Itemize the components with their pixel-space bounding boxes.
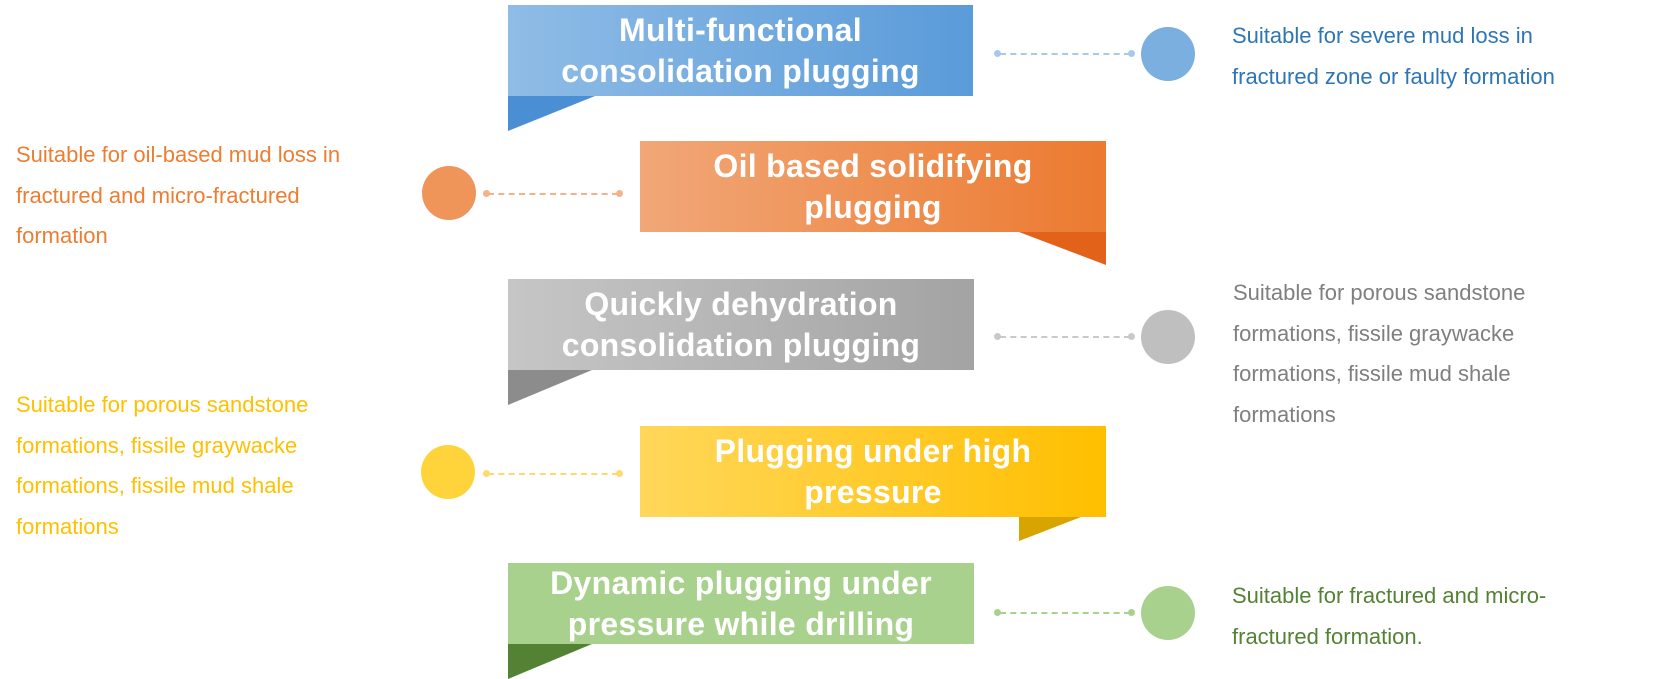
description-line: Suitable for porous sandstone <box>1233 280 1526 305</box>
banner-fold <box>508 96 595 131</box>
description-line: formations, fissile graywacke <box>1233 320 1515 346</box>
connector-dot <box>483 190 490 197</box>
connector-dot <box>616 470 623 477</box>
banner-fold <box>508 370 592 405</box>
banner-plugging-under-high-pressure: Plugging under high pressure <box>640 426 1106 517</box>
description-line: formations, fissile graywacke <box>16 432 298 458</box>
banner-multi-functional-consolidation: Multi-functional consolidation plugging <box>508 5 973 96</box>
marker-circle <box>1141 310 1195 364</box>
banner-title-line: consolidation plugging <box>561 52 920 89</box>
banner-dynamic-plugging-while-drilling: Dynamic plugging under pressure while dr… <box>508 563 974 644</box>
description-line: formation <box>16 223 108 248</box>
banner-title-line: Quickly dehydration <box>584 285 898 322</box>
banner-fold <box>1019 232 1106 265</box>
connector-line <box>1000 53 1130 55</box>
connector-line <box>488 193 618 195</box>
description-line: fractured formation. <box>1232 623 1423 649</box>
banner-title-line: consolidation plugging <box>561 326 921 363</box>
description-line: formations, fissile mud shale <box>16 473 294 498</box>
connector-dot <box>994 333 1001 340</box>
description-line: Suitable for porous sandstone <box>16 392 309 417</box>
connector-line <box>488 473 618 475</box>
connector-dot <box>994 50 1001 57</box>
banner-title-line: plugging <box>804 188 942 225</box>
banner-fold <box>1019 517 1081 541</box>
description-text: Suitable for porous sandstone formations… <box>1233 273 1525 435</box>
connector-dot <box>1128 50 1135 57</box>
description-text: Suitable for oil-based mud loss in fract… <box>16 135 340 257</box>
banner-title-line: Multi-functional <box>619 11 862 48</box>
connector-dot <box>483 470 490 477</box>
banner-quickly-dehydration-consolidation: Quickly dehydration consolidation pluggi… <box>508 279 974 370</box>
description-text: Suitable for porous sandstone formations… <box>16 385 308 547</box>
description-line: Suitable for oil-based mud loss in <box>16 142 341 167</box>
marker-circle <box>1141 27 1195 81</box>
marker-circle <box>1141 586 1195 640</box>
connector-line <box>1000 612 1130 614</box>
connector-line <box>1000 336 1130 338</box>
marker-circle <box>421 445 475 499</box>
description-line: fractured zone or faulty formation <box>1232 63 1555 89</box>
connector-dot <box>1128 333 1135 340</box>
description-line: formations <box>1233 401 1336 427</box>
banner-title-line: Plugging under high <box>714 432 1032 469</box>
banner-title-line: Dynamic plugging under <box>550 564 932 601</box>
connector-dot <box>616 190 623 197</box>
banner-title-line: pressure <box>804 473 942 510</box>
connector-dot <box>1128 609 1135 616</box>
description-text: Suitable for fractured and micro- fractu… <box>1232 576 1546 657</box>
banner-title-line: pressure while drilling <box>567 605 915 642</box>
banner-title-line: Oil based solidifying <box>713 147 1033 184</box>
banner-fold <box>508 644 592 679</box>
description-line: formations <box>16 513 119 539</box>
description-line: Suitable for fractured and micro- <box>1232 583 1547 608</box>
description-line: formations, fissile mud shale <box>1233 361 1511 386</box>
connector-dot <box>994 609 1001 616</box>
description-text: Suitable for severe mud loss in fracture… <box>1232 16 1555 97</box>
banner-oil-based-solidifying: Oil based solidifying plugging <box>640 141 1106 232</box>
marker-circle <box>422 166 476 220</box>
description-line: fractured and micro-fractured <box>16 182 300 208</box>
description-line: Suitable for severe mud loss in <box>1232 23 1533 48</box>
